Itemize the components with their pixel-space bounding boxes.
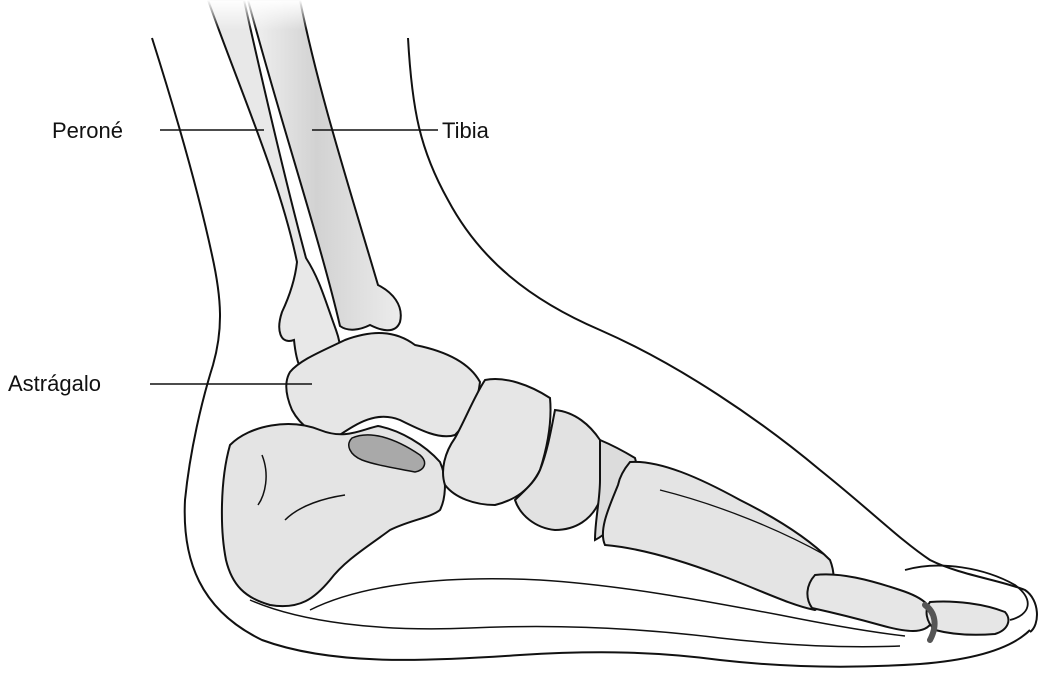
- metatarsal-bone: [603, 462, 834, 610]
- proximal-phalanx-bone: [807, 574, 932, 631]
- distal-phalanx-bone: [927, 601, 1009, 634]
- astragalo-label: Astrágalo: [8, 371, 101, 397]
- perone-label: Peroné: [52, 118, 123, 144]
- tibia-fade: [200, 0, 320, 30]
- tibia-label: Tibia: [442, 118, 489, 144]
